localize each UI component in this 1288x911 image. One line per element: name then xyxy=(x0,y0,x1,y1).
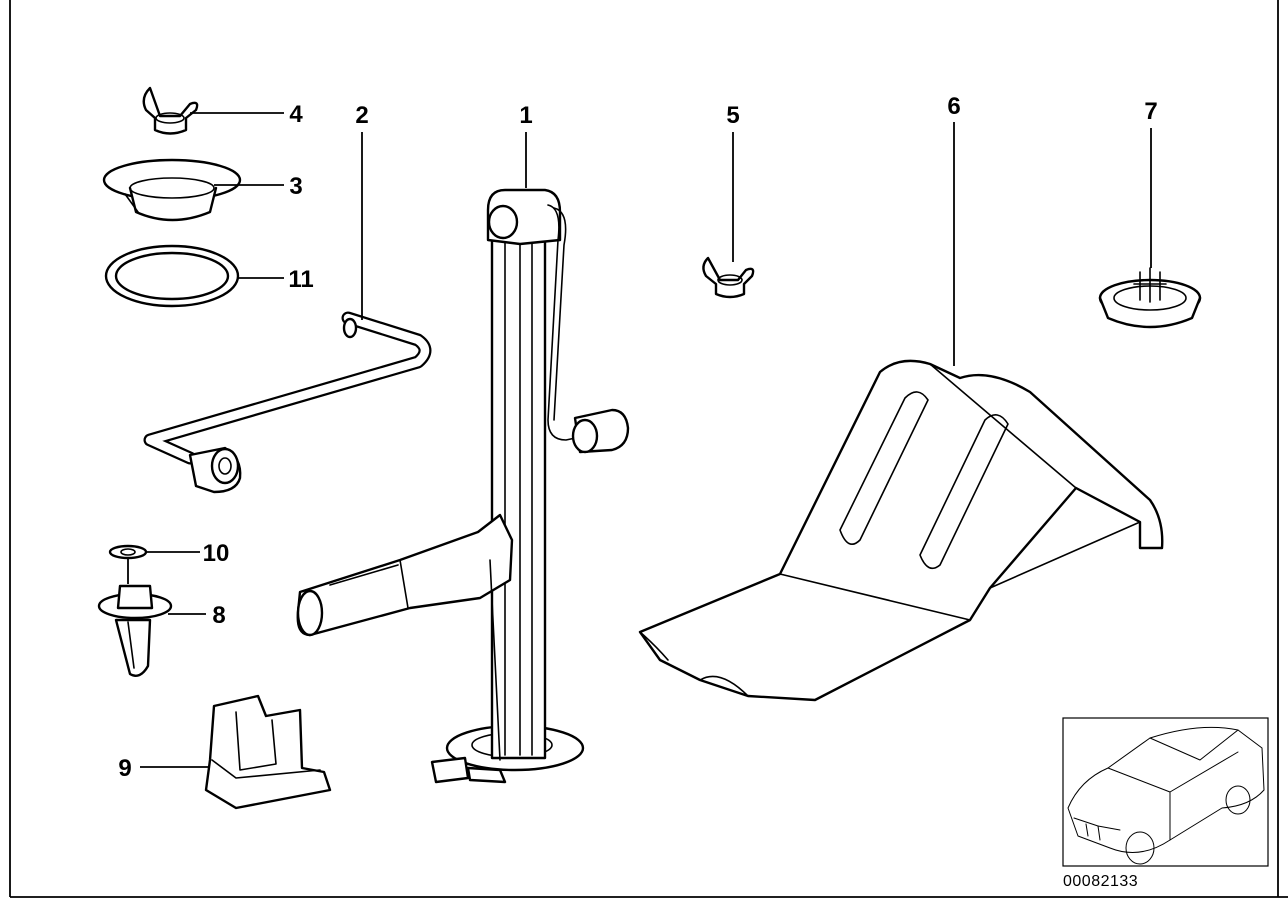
part-label-1: 1 xyxy=(519,102,532,129)
part-label-10: 10 xyxy=(203,540,230,567)
leader-lines xyxy=(127,112,1152,768)
part-label-4: 4 xyxy=(289,101,303,128)
part-label-9: 9 xyxy=(118,755,131,782)
document-number: 00082133 xyxy=(1063,873,1138,890)
cup-part xyxy=(102,158,242,222)
small-washer-part xyxy=(108,544,148,560)
part-label-2: 2 xyxy=(355,102,368,129)
vehicle-inset xyxy=(1062,717,1269,867)
part-label-7: 7 xyxy=(1144,98,1157,125)
washer-ring-part xyxy=(104,244,240,308)
clip-bracket-part xyxy=(204,694,332,810)
wheel-brace-part xyxy=(143,311,432,494)
part-label-3: 3 xyxy=(289,173,302,200)
part-label-5: 5 xyxy=(726,102,739,129)
jack-part xyxy=(296,188,630,784)
knob-part xyxy=(1098,267,1202,329)
tool-tray-part xyxy=(638,359,1164,702)
part-label-8: 8 xyxy=(212,602,225,629)
wing-nut-part-4 xyxy=(142,86,199,135)
page-frame xyxy=(9,0,1288,898)
part-label-6: 6 xyxy=(947,93,960,120)
car-outline-icon xyxy=(1067,726,1265,865)
part-label-11: 11 xyxy=(288,266,313,293)
expanding-rivet-part xyxy=(97,584,173,677)
wing-nut-part-5 xyxy=(702,256,755,299)
